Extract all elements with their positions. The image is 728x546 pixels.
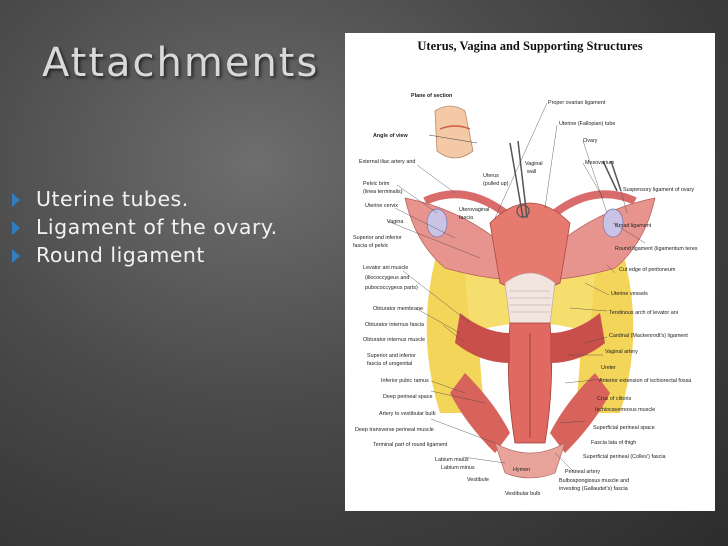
figure-label: Vestibule: [467, 477, 489, 483]
figure-label: (iliococcygeus and: [365, 275, 410, 281]
figure-label: Superficial perineal (Colles') fascia: [583, 454, 666, 460]
figure-label: Ureter: [601, 365, 616, 371]
figure-label: Uterovaginal: [459, 207, 490, 213]
figure-label: pubococcygeus parts): [365, 285, 418, 291]
figure-label: (pulled up): [483, 181, 509, 187]
figure-label: fascia of pelvic: [353, 243, 389, 249]
figure-label: External iliac artery and: [359, 159, 416, 165]
figure-label: Crus of clitoris: [597, 396, 632, 402]
figure-label: Superficial perineal space: [593, 425, 655, 431]
anatomy-figure: Uterus, Vagina and Supporting Structures: [345, 33, 715, 511]
figure-label: investing (Gallaudet's) fascia: [559, 486, 628, 492]
plane-of-section-inset: [428, 105, 478, 159]
figure-label: Cardinal (Mackenrodt's) ligament: [609, 333, 688, 339]
bullet-item: Round ligament: [10, 242, 280, 268]
figure-label: Hymen: [513, 467, 531, 473]
anatomy-illustration: [386, 102, 656, 479]
figure-label: Broad ligament: [615, 223, 652, 229]
bullet-text: Uterine tubes.: [36, 187, 189, 211]
figure-label: Vagina: [387, 219, 404, 225]
figure-label: Terminal part of round ligament: [373, 442, 448, 448]
bullet-text: Round ligament: [36, 243, 205, 267]
figure-label: Ovary: [583, 138, 598, 144]
figure-label: Obturator membrane: [373, 306, 424, 312]
figure-label: Labium minus: [441, 465, 475, 471]
figure-label: Plane of section: [411, 93, 453, 99]
bullet-arrow-icon: [12, 193, 20, 207]
figure-label: Obturator internus fascia: [365, 322, 425, 328]
figure-label: Uterine cervix: [365, 203, 398, 209]
figure-label: Ischiocavernosus muscle: [595, 407, 656, 413]
figure-label: Suspensory ligament of ovary: [623, 187, 695, 193]
figure-label: Obturator internus muscle: [363, 337, 426, 343]
figure-label: Angle of view: [373, 133, 408, 139]
figure-label: Mesovarium: [585, 160, 615, 166]
figure-label: fascia of urogenital: [367, 361, 413, 367]
figure-label: Proper ovarian ligament: [548, 100, 606, 106]
figure-label: Pelvic brim: [363, 181, 390, 187]
figure-label: Deep transverse perineal muscle: [355, 427, 434, 433]
figure-label: Levator ani muscle: [363, 265, 409, 271]
figure-label: Inferior pubic ramus: [381, 378, 429, 384]
figure-label: Vestibular bulb: [505, 491, 541, 497]
bullet-item: Ligament of the ovary.: [10, 214, 280, 240]
figure-label: Cut edge of peritoneum: [619, 267, 676, 273]
bullet-text: Ligament of the ovary.: [36, 215, 278, 239]
bullet-arrow-icon: [12, 249, 20, 263]
figure-label: Superior and inferior: [353, 235, 402, 241]
figure-label: fascia: [459, 215, 474, 221]
bullet-list: Uterine tubes. Ligament of the ovary. Ro…: [10, 186, 280, 270]
figure-label: Uterine (Fallopian) tube: [559, 121, 616, 127]
bullet-arrow-icon: [12, 221, 20, 235]
figure-label: wall: [527, 169, 537, 175]
figure-label: Anterior extension of ischiorectal fossa: [599, 378, 692, 384]
figure-label: Fascia lata of thigh: [591, 440, 637, 446]
slide-title: Attachments: [42, 40, 320, 86]
figure-label: Tendinous arch of levator ani: [609, 310, 678, 316]
figure-label: (linea terminalis): [363, 189, 403, 195]
figure-label: Vaginal: [525, 161, 543, 167]
figure-label: Bulbospongiosus muscle and: [559, 478, 630, 484]
bullet-item: Uterine tubes.: [10, 186, 280, 212]
figure-label: Labium maius: [435, 457, 469, 463]
figure-title: Uterus, Vagina and Supporting Structures: [417, 39, 643, 53]
figure-label: Perineal artery: [565, 469, 601, 475]
figure-label: Artery to vestibular bulb: [379, 411, 436, 417]
figure-label: Vaginal artery: [605, 349, 638, 355]
figure-label: Deep perineal space: [383, 394, 433, 400]
figure-label: Superior and inferior: [367, 353, 416, 359]
figure-label: Uterus: [483, 173, 499, 179]
figure-label: Round ligament (ligamentum teres: [615, 246, 698, 252]
figure-label: Uterine vessels: [611, 291, 648, 297]
